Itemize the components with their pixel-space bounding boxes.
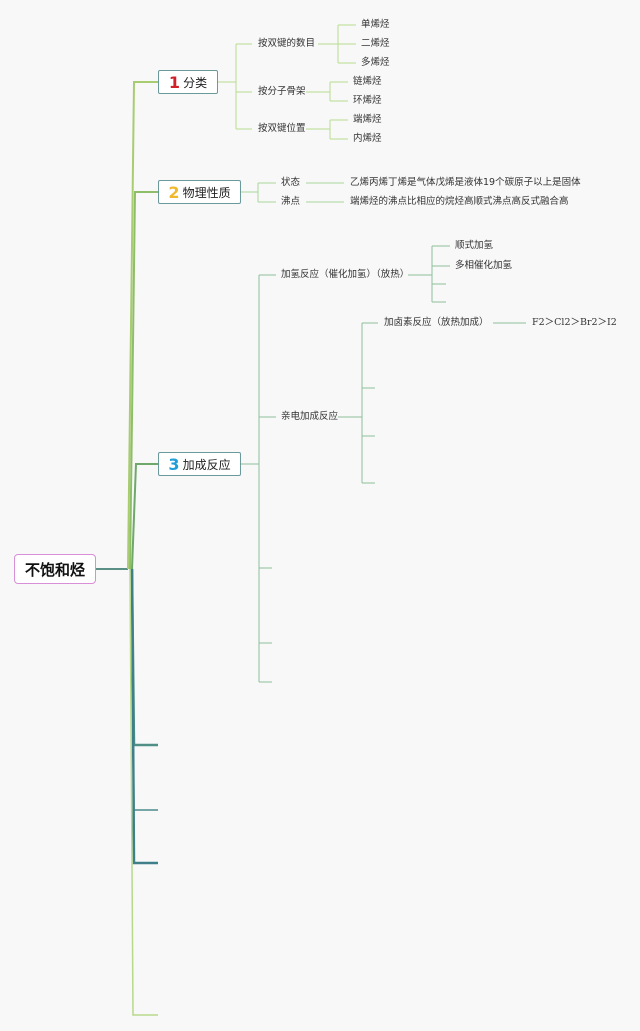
group-label[interactable]: 加氢反应（催化加氢）（放热） (281, 269, 410, 280)
leaf-detail[interactable]: F2＞Cl2＞Br2＞I2 (532, 317, 617, 328)
branch-label: 加成反应 (182, 457, 231, 472)
leaf-detail[interactable]: 端烯烃的沸点比相应的烷烃高顺式沸点高反式融合高 (350, 196, 569, 207)
leaf-item[interactable]: 单烯烃 (361, 19, 390, 30)
branch-addition-reaction[interactable]: 3 加成反应 (158, 452, 241, 476)
group-label[interactable]: 状态 (281, 177, 301, 188)
leaf-item[interactable]: 链烯烃 (353, 76, 382, 87)
root-node[interactable]: 不饱和烃 (14, 554, 96, 584)
leaf-item[interactable]: 二烯烃 (361, 38, 390, 49)
sub-group-label[interactable]: 加卤素反应（放热加成） (384, 317, 489, 328)
branch-number: 2 (168, 182, 180, 202)
leaf-item[interactable]: 顺式加氢 (455, 240, 494, 251)
branch-number: 3 (168, 454, 180, 474)
group-label[interactable]: 沸点 (281, 196, 301, 207)
branch-number: 1 (168, 72, 181, 92)
leaf-item[interactable]: 环烯烃 (353, 95, 382, 106)
branch-physical-properties[interactable]: 2 物理性质 (158, 180, 241, 204)
leaf-detail[interactable]: 乙烯丙烯丁烯是气体戊烯是液体19个碳原子以上是固体 (350, 177, 581, 188)
branch-label: 物理性质 (182, 185, 231, 200)
leaf-item[interactable]: 端烯烃 (353, 114, 382, 125)
leaf-item[interactable]: 多相催化加氢 (455, 260, 513, 271)
branch-label: 分类 (183, 75, 208, 90)
group-label[interactable]: 按双键位置 (258, 123, 306, 134)
group-label[interactable]: 按双键的数目 (258, 38, 316, 49)
leaf-item[interactable]: 多烯烃 (361, 57, 390, 68)
group-label[interactable]: 亲电加成反应 (281, 411, 339, 422)
leaf-item[interactable]: 内烯烃 (353, 133, 382, 144)
group-label[interactable]: 按分子骨架 (258, 86, 306, 97)
branch-classification[interactable]: 1 分类 (158, 70, 218, 94)
